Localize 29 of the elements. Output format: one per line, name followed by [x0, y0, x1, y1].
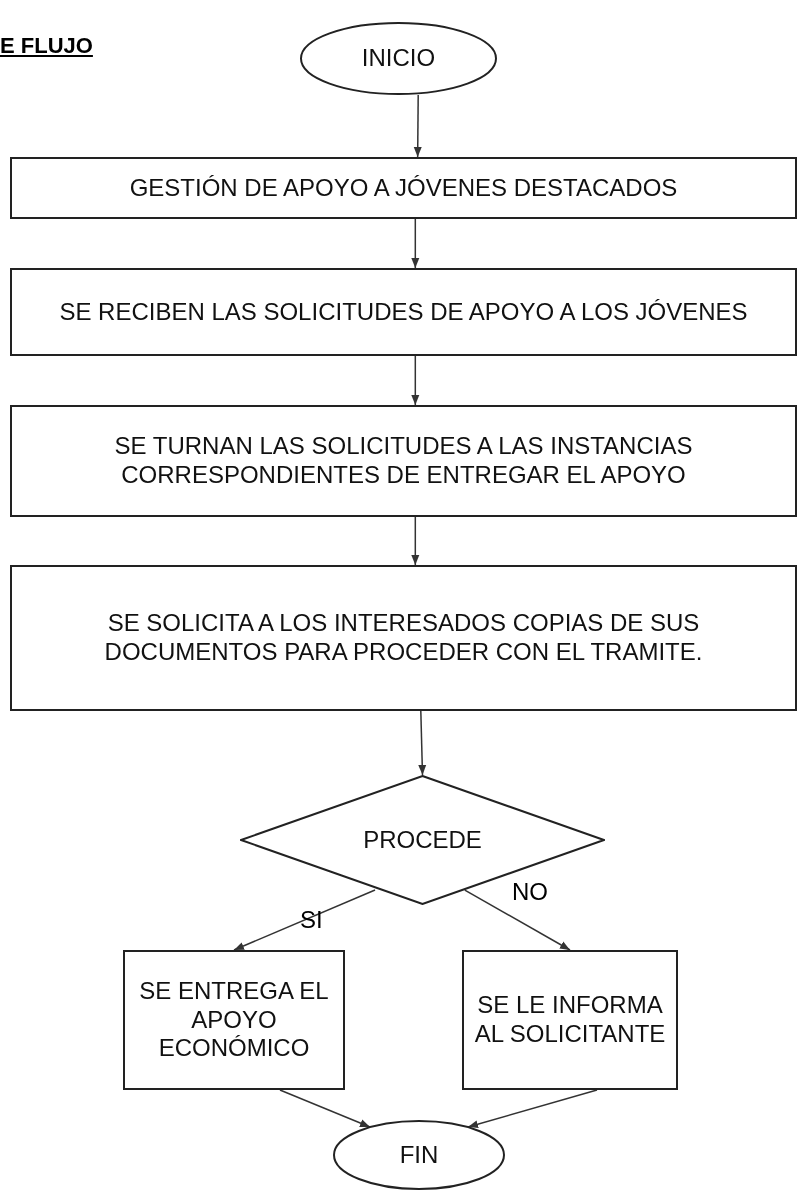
node-text: SE ENTREGA EL APOYO ECONÓMICO [138, 976, 330, 1064]
arrow [411, 516, 420, 566]
process-box [123, 950, 345, 1090]
node-text: PROCEDE [363, 825, 482, 855]
decision-diamond [240, 775, 605, 905]
arrow [279, 1089, 371, 1128]
node-text: SE RECIBEN LAS SOLICITUDES DE APOYO A LOS JÓVENES [59, 297, 748, 327]
arrow [411, 355, 420, 406]
terminal-ellipse [333, 1120, 505, 1190]
node-text: INICIO [361, 44, 436, 73]
process-box [462, 950, 678, 1090]
arrow [418, 710, 427, 776]
diagram-title: E FLUJO [0, 33, 93, 59]
node-text: GESTIÓN DE APOYO A JÓVENES DESTACADOS [129, 173, 678, 203]
process-box [10, 157, 797, 219]
process-box [10, 268, 797, 356]
arrow [467, 1089, 598, 1129]
terminal-ellipse [300, 22, 497, 95]
edge-label: NO [512, 878, 548, 906]
arrow [233, 889, 376, 951]
arrow [411, 218, 420, 269]
node-text: SE SOLICITA A LOS INTERESADOS COPIAS DE SUS DOCUMENTOS PARA PROCEDER CON EL TRAMITE. [103, 609, 704, 667]
arrow [413, 94, 422, 158]
process-box [10, 565, 797, 711]
arrow [464, 889, 571, 951]
process-box [10, 405, 797, 517]
node-text: SE TURNAN LAS SOLICITUDES A LAS INSTANCIAS CORRESPONDIENTES DE ENTREGAR EL APOYO [113, 432, 694, 490]
node-text: FIN [399, 1140, 439, 1170]
node-text: SE LE INFORMA AL SOLICITANTE [473, 991, 667, 1049]
